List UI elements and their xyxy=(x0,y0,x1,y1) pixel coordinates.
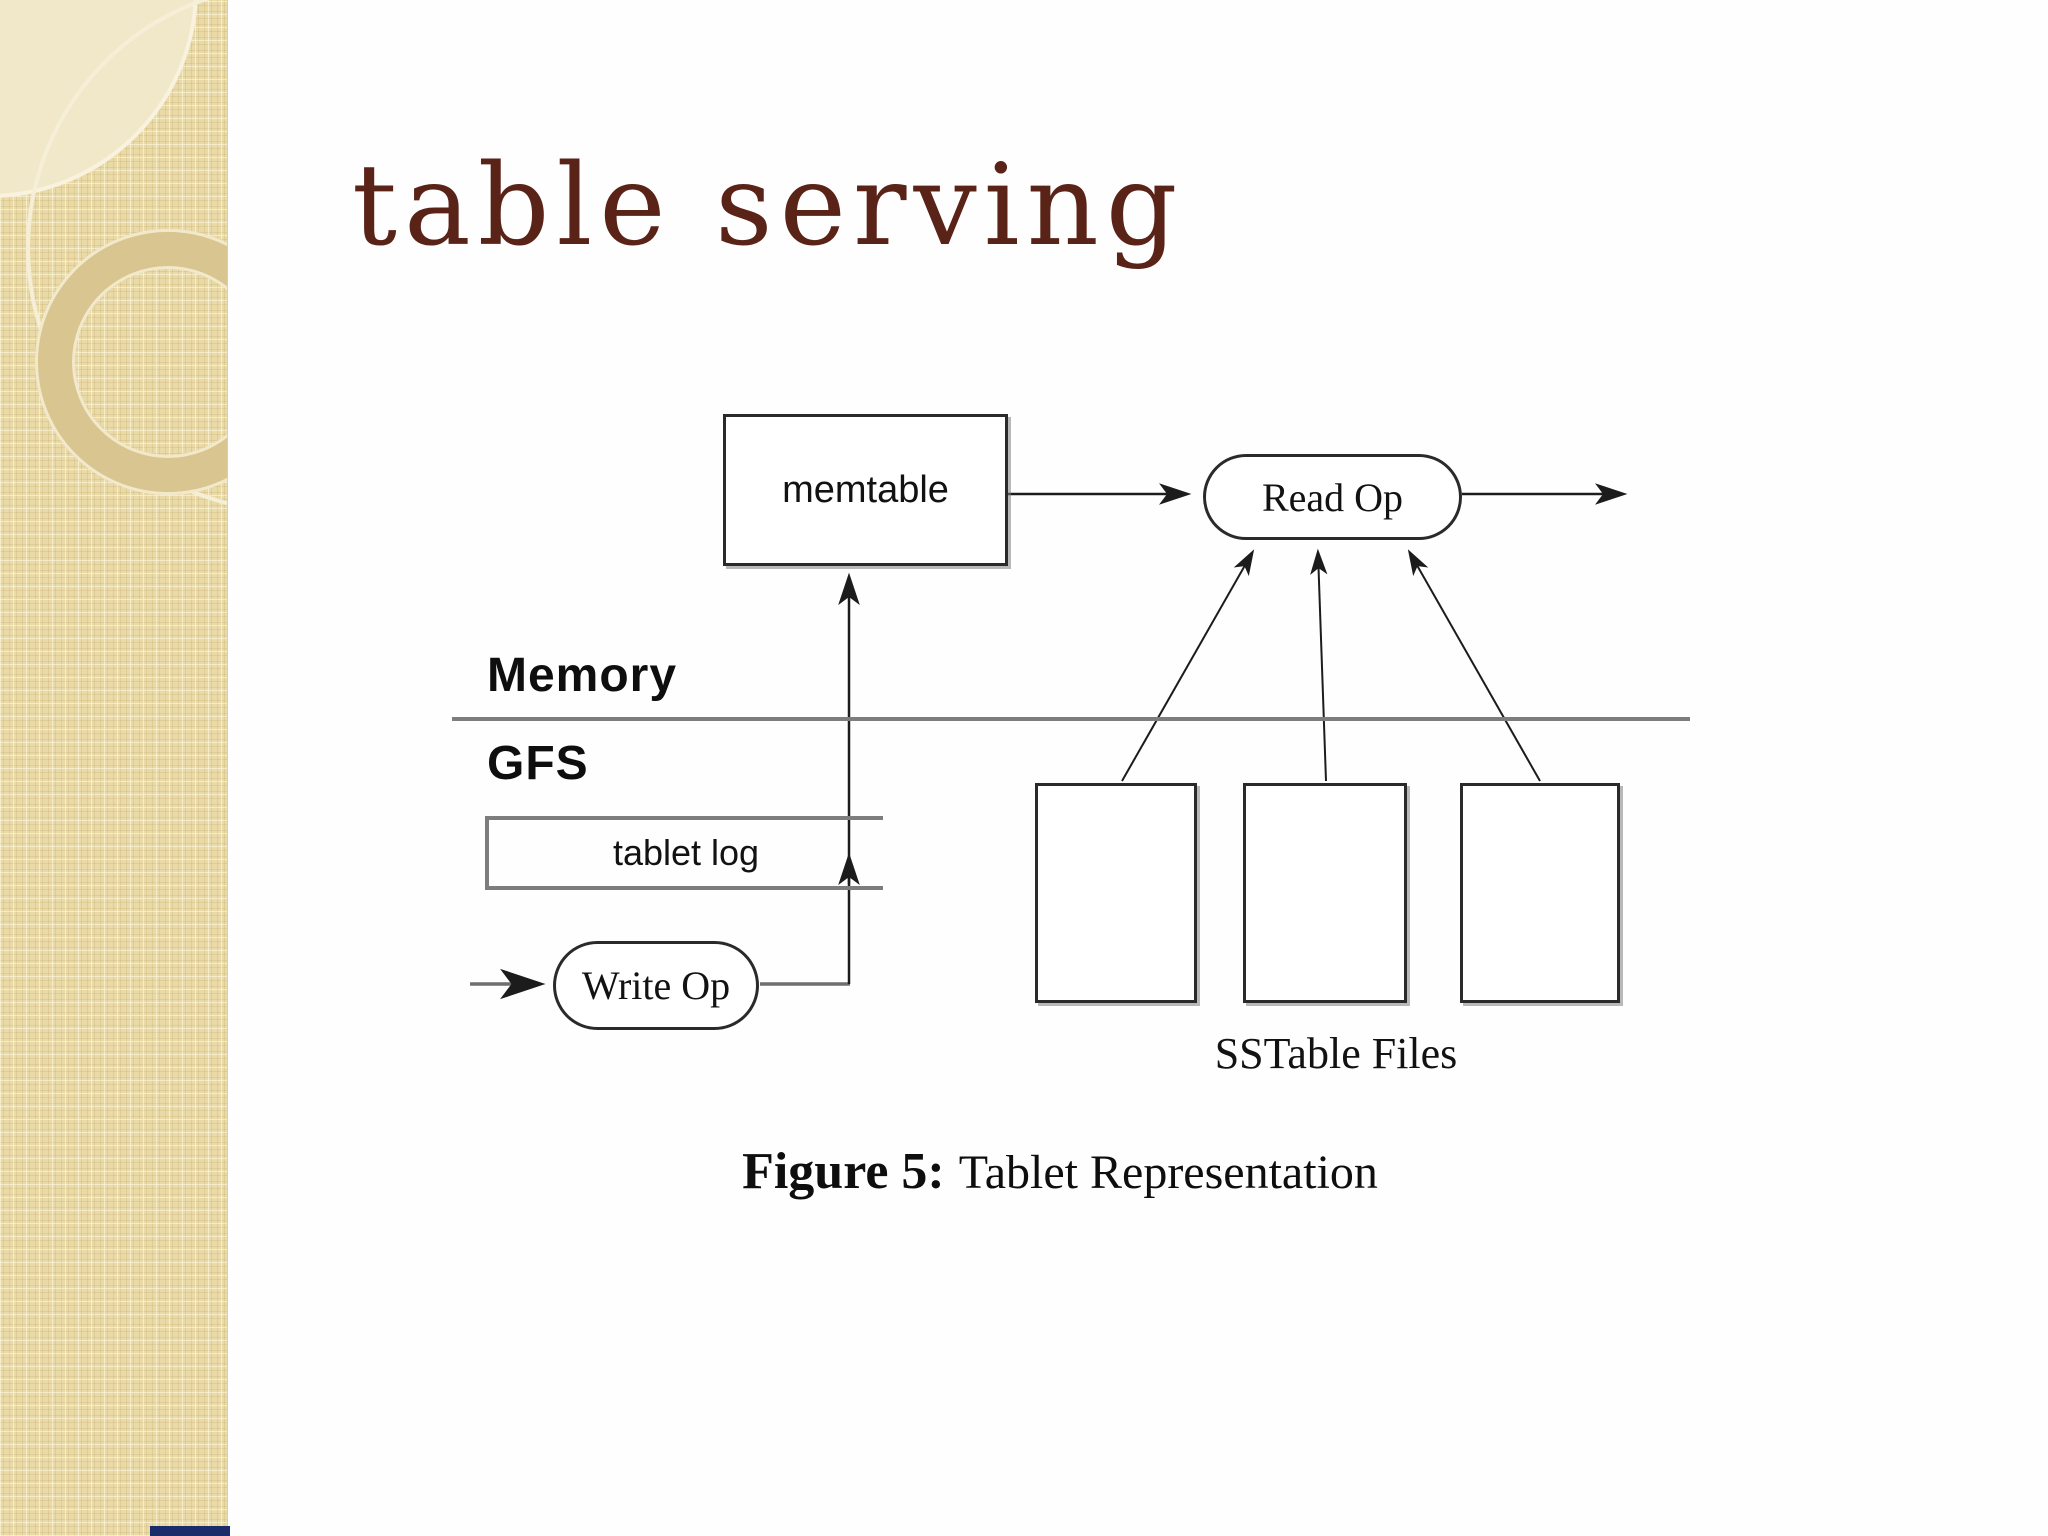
sstable-files-label: SSTable Files xyxy=(1214,1029,1458,1078)
read-op-label: Read Op xyxy=(1261,474,1404,520)
sstable-file-box-1 xyxy=(1035,783,1197,1003)
bottom-edge-bar xyxy=(150,1526,230,1536)
memtable-label: memtable xyxy=(782,468,949,511)
arrow-sstable1-to-readop xyxy=(1121,549,1255,782)
read-op-node: Read Op xyxy=(1203,454,1462,540)
arrow-sstable3-to-readop xyxy=(1407,549,1541,782)
write-op-node: Write Op xyxy=(553,941,759,1030)
arrow-sstable2-to-readop xyxy=(1310,548,1328,782)
memory-label: Memory xyxy=(487,649,678,702)
gfs-label: GFS xyxy=(487,737,589,790)
write-op-label: Write Op xyxy=(581,963,731,1008)
sstable-file-box-2 xyxy=(1243,783,1407,1003)
memory-gfs-divider xyxy=(452,717,1690,721)
slide-title: table serving xyxy=(352,141,1185,271)
figure-caption: Figure 5:Tablet Representation xyxy=(640,1142,1480,1201)
tablet-log-box: tablet log xyxy=(485,816,883,890)
figure-caption-number: Figure 5: xyxy=(742,1143,945,1200)
memtable-box: memtable xyxy=(723,414,1008,566)
sidebar-decoration xyxy=(0,0,228,1536)
tablet-log-label: tablet log xyxy=(612,832,760,873)
sstable-file-box-3 xyxy=(1460,783,1620,1003)
figure-caption-text: Tablet Representation xyxy=(958,1146,1378,1199)
